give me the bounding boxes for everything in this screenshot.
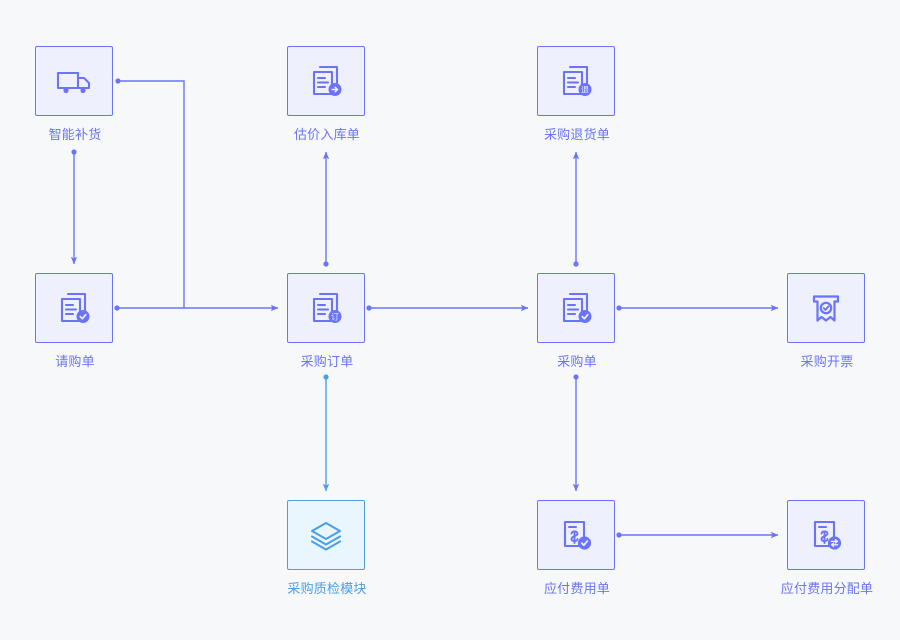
edge-requisition-to-order <box>114 304 279 312</box>
node-label-purchase-invoicing: 采购开票 <box>800 354 854 369</box>
node-box-payable-expense[interactable] <box>537 500 615 570</box>
invoice-check-icon <box>556 515 596 555</box>
edge-smart-to-requisition <box>70 149 78 265</box>
node-requisition[interactable]: 请购单 <box>35 273 115 370</box>
node-box-purchase-order[interactable]: 订 <box>287 273 365 343</box>
node-payable-allocation[interactable]: 应付费用分配单 <box>781 500 873 597</box>
node-purchase-return[interactable]: 退 采购退货单 <box>537 46 617 143</box>
layers-icon <box>306 515 346 555</box>
edge-payable-to-allocation <box>616 531 779 539</box>
node-purchase-order[interactable]: 订 采购订单 <box>287 273 367 370</box>
svg-text:订: 订 <box>331 312 339 322</box>
node-box-payable-allocation[interactable] <box>787 500 865 570</box>
document-order-icon: 订 <box>306 288 346 328</box>
node-box-purchase-return[interactable]: 退 <box>537 46 615 116</box>
edge-order-to-quality <box>322 374 330 492</box>
edge-order-to-bill <box>366 304 529 312</box>
node-purchase-invoicing[interactable]: 采购开票 <box>787 273 867 370</box>
node-purchase-bill[interactable]: 采购单 <box>537 273 617 370</box>
node-box-smart-replenishment[interactable] <box>35 46 113 116</box>
edge-bill-to-payable <box>572 374 580 492</box>
node-label-smart-replenishment: 智能补货 <box>48 127 102 142</box>
node-label-purchase-order: 采购订单 <box>300 354 354 369</box>
node-box-purchase-invoicing[interactable] <box>787 273 865 343</box>
node-quality-inspection[interactable]: 采购质检模块 <box>287 500 367 597</box>
edge-smart-to-order-line <box>115 78 185 308</box>
node-smart-replenishment[interactable]: 智能补货 <box>35 46 115 143</box>
node-label-payable-expense: 应付费用单 <box>543 581 610 596</box>
document-check-icon <box>556 288 596 328</box>
edge-bill-to-invoicing <box>616 304 779 312</box>
node-label-payable-allocation: 应付费用分配单 <box>780 581 874 596</box>
node-payable-expense[interactable]: 应付费用单 <box>537 500 617 597</box>
invoice-exchange-icon <box>806 515 846 555</box>
document-arrow-icon <box>306 61 346 101</box>
node-box-requisition[interactable] <box>35 273 113 343</box>
node-box-estimated-receipt[interactable] <box>287 46 365 116</box>
node-estimated-receipt[interactable]: 估价入库单 <box>287 46 367 143</box>
node-box-purchase-bill[interactable] <box>537 273 615 343</box>
node-label-requisition: 请购单 <box>55 354 95 369</box>
receipt-check-icon <box>806 288 846 328</box>
truck-icon <box>54 61 94 101</box>
node-label-estimated-receipt: 估价入库单 <box>293 127 360 142</box>
node-label-purchase-bill: 采购单 <box>557 354 597 369</box>
document-return-icon: 退 <box>556 61 596 101</box>
document-check-icon <box>54 288 94 328</box>
edge-bill-to-return <box>572 151 580 267</box>
svg-text:退: 退 <box>581 86 589 95</box>
node-label-quality-inspection: 采购质检模块 <box>287 581 367 596</box>
edge-order-to-estimated <box>322 151 330 267</box>
node-label-purchase-return: 采购退货单 <box>543 127 610 142</box>
node-box-quality-inspection[interactable] <box>287 500 365 570</box>
